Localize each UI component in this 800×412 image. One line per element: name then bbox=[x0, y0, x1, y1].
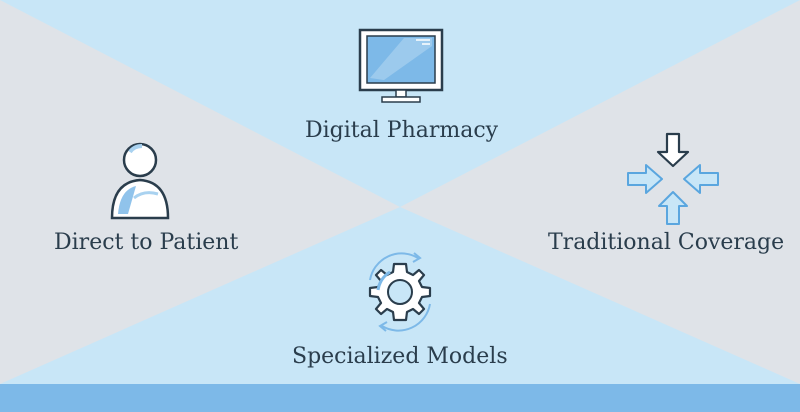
monitor-icon bbox=[358, 28, 444, 103]
footer-bar bbox=[0, 384, 800, 412]
specialized-models-label: Specialized Models bbox=[292, 344, 508, 369]
top-quadrant-shape bbox=[0, 0, 800, 207]
gear-icon bbox=[368, 252, 432, 332]
traditional-coverage-label: Traditional Coverage bbox=[548, 230, 785, 255]
person-icon bbox=[110, 142, 170, 220]
direct-to-patient-label: Direct to Patient bbox=[54, 230, 239, 255]
digital-pharmacy-label: Digital Pharmacy bbox=[305, 118, 499, 143]
converging-arrows-icon bbox=[627, 132, 719, 225]
